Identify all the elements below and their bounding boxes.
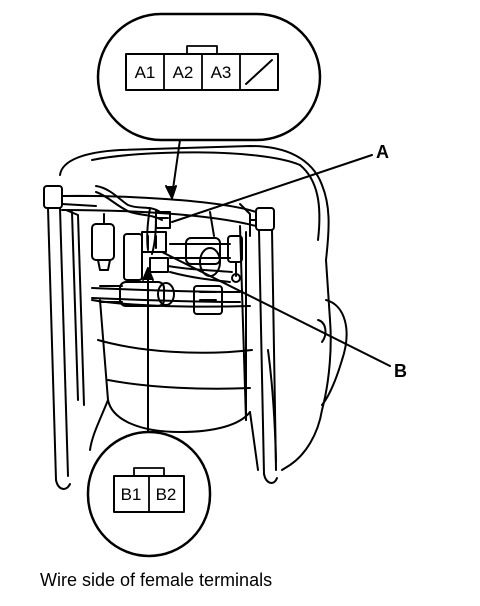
terminal-a3: A3 (211, 63, 232, 82)
leader-lines (142, 139, 391, 433)
connector-b-arrowhead (142, 267, 154, 281)
callout-a-line (171, 154, 373, 223)
callout-a-label: A (376, 142, 389, 162)
terminal-a2: A2 (173, 63, 194, 82)
terminal-b1: B1 (121, 485, 142, 504)
connector-a-latch (186, 45, 218, 55)
connector-a-arrowhead (165, 185, 177, 199)
callout-b-line (161, 251, 391, 367)
seat-motors-and-harness (91, 185, 251, 315)
diagram-caption: Wire side of female terminals (40, 570, 272, 590)
seat-cross-members (61, 194, 257, 303)
right-seat-rail (239, 207, 278, 484)
connector-a-blank-cavity (245, 59, 273, 85)
terminal-a1: A1 (135, 63, 156, 82)
connector-a-bubble (96, 12, 322, 142)
connector-b-detail: B1 B2 (86, 430, 212, 558)
connector-b-bubble (86, 430, 212, 558)
terminal-b2: B2 (156, 485, 177, 504)
callout-b-label: B (394, 361, 407, 381)
connector-b-latch (133, 467, 165, 477)
connector-a-detail: A1 A2 A3 (96, 12, 322, 142)
